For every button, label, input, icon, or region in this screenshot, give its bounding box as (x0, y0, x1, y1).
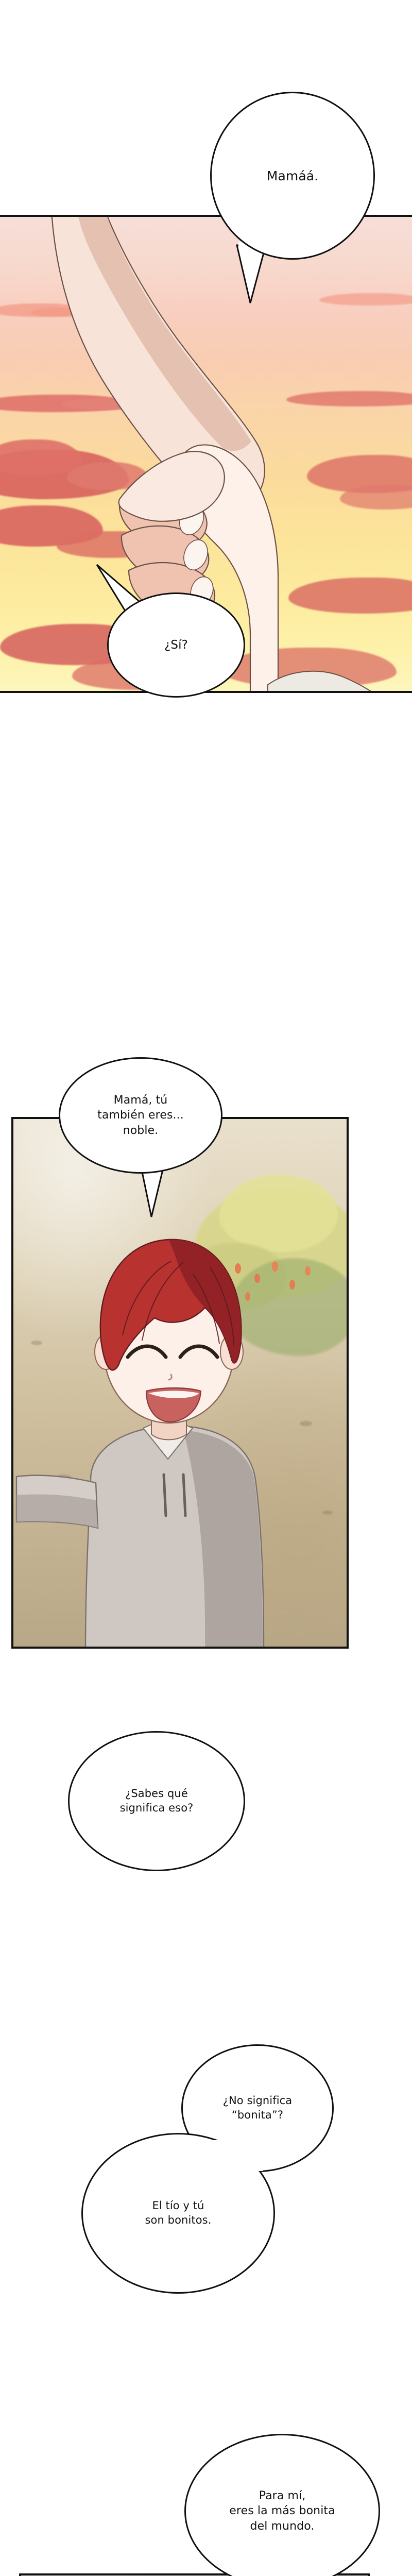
flower-dot (289, 1280, 295, 1290)
balloon-line: del mundo. (250, 2519, 315, 2533)
speech-balloon-sabes-que-significa[interactable]: ¿Sabes qué significa eso? (68, 1731, 245, 1871)
balloon-line: Para mí, (259, 2489, 306, 2503)
balloon-line: El tío y tú (152, 2199, 204, 2212)
speech-balloon-mamaa[interactable]: Mamáá. (210, 92, 375, 260)
balloon-line: noble. (123, 1124, 159, 1137)
balloon-line: son bonitos. (145, 2214, 212, 2226)
balloon-merge-seam (191, 2140, 263, 2171)
road-speck (31, 1341, 42, 1345)
cloud-shape (286, 391, 412, 406)
balloon-line: ¿Sabes qué (125, 1787, 188, 1800)
flower-dot (272, 1261, 278, 1272)
flower-dot (305, 1266, 311, 1276)
boy-character (15, 1239, 265, 1647)
balloon-line: ¿No significa (222, 2094, 293, 2107)
holding-hands-illustration (51, 217, 371, 691)
balloon-line: eres la más bonita (229, 2504, 335, 2518)
road-speck (322, 1511, 333, 1515)
road-speck (300, 1421, 312, 1426)
panel-boy-smiling (11, 1117, 349, 1649)
balloon-line: Mamá, tú (113, 1094, 168, 1107)
cloud-shape (0, 439, 82, 476)
cloud-shape (340, 485, 412, 510)
flower-dot (235, 1263, 241, 1274)
flower-dot (254, 1274, 260, 1283)
balloon-line: “bonita”? (231, 2109, 284, 2121)
speech-balloon-si[interactable]: ¿Sí? (107, 592, 245, 698)
balloon-line: también eres... (97, 1109, 184, 1122)
speech-balloon-para-mi-mas-bonita[interactable]: Para mí, eres la más bonita del mundo. (184, 2434, 380, 2576)
balloon-line: ¿Sí? (164, 638, 188, 652)
flower-dot (245, 1292, 250, 1301)
speech-balloon-noble[interactable]: Mamá, tú también eres... noble. (59, 1057, 222, 1174)
bush-shape (230, 1258, 347, 1356)
bush-shape (219, 1175, 338, 1252)
cloud-shape (319, 293, 412, 306)
cloud-shape (288, 578, 412, 614)
balloon-line: Mamáá. (266, 168, 319, 183)
balloon-line: significa eso? (119, 1802, 194, 1814)
